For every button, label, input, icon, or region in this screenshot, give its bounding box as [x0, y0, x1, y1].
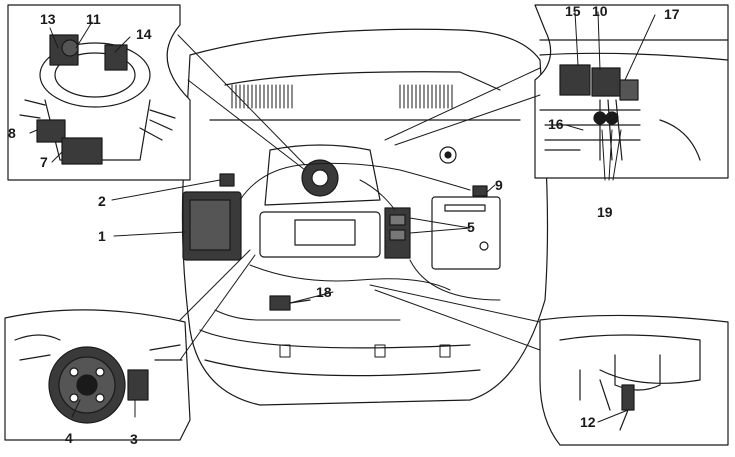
- callout-15: 15: [565, 3, 581, 19]
- callout-14: 14: [136, 26, 152, 42]
- callout-9: 9: [495, 177, 503, 193]
- cowl-grille-right: [399, 84, 453, 109]
- intake-housing: [259, 144, 381, 258]
- callout-4: 4: [65, 430, 73, 446]
- battery: [431, 196, 501, 270]
- callout-18: 18: [316, 284, 332, 300]
- connector-9: [472, 185, 488, 197]
- callout-19: 19: [597, 204, 613, 220]
- callout-1: 1: [98, 228, 106, 244]
- cowl-grille-left: [231, 84, 293, 109]
- relay-box: [384, 207, 411, 259]
- callout-17: 17: [664, 6, 680, 22]
- callout-8: 8: [8, 125, 16, 141]
- callout-13: 13: [40, 11, 56, 27]
- callout-5: 5: [467, 219, 475, 235]
- wiring-harness: [239, 162, 501, 301]
- callout-3: 3: [130, 431, 138, 447]
- callout-11: 11: [86, 11, 101, 27]
- callout-16: 16: [548, 116, 564, 132]
- leader-lines: [29, 11, 656, 423]
- connector-2: [219, 173, 235, 187]
- lower-frame-detail: [214, 309, 451, 358]
- callout-2: 2: [98, 193, 106, 209]
- brake-reservoir: [439, 146, 457, 164]
- inset-throttle-body: [7, 4, 191, 181]
- inset-pulley: [4, 309, 191, 441]
- callout-10: 10: [592, 3, 608, 19]
- callout-12: 12: [580, 414, 596, 430]
- ecu-module: [182, 191, 242, 261]
- inset-relay-area: [534, 4, 729, 179]
- inset-lambda-sensor: [539, 314, 729, 446]
- callout-7: 7: [40, 154, 48, 170]
